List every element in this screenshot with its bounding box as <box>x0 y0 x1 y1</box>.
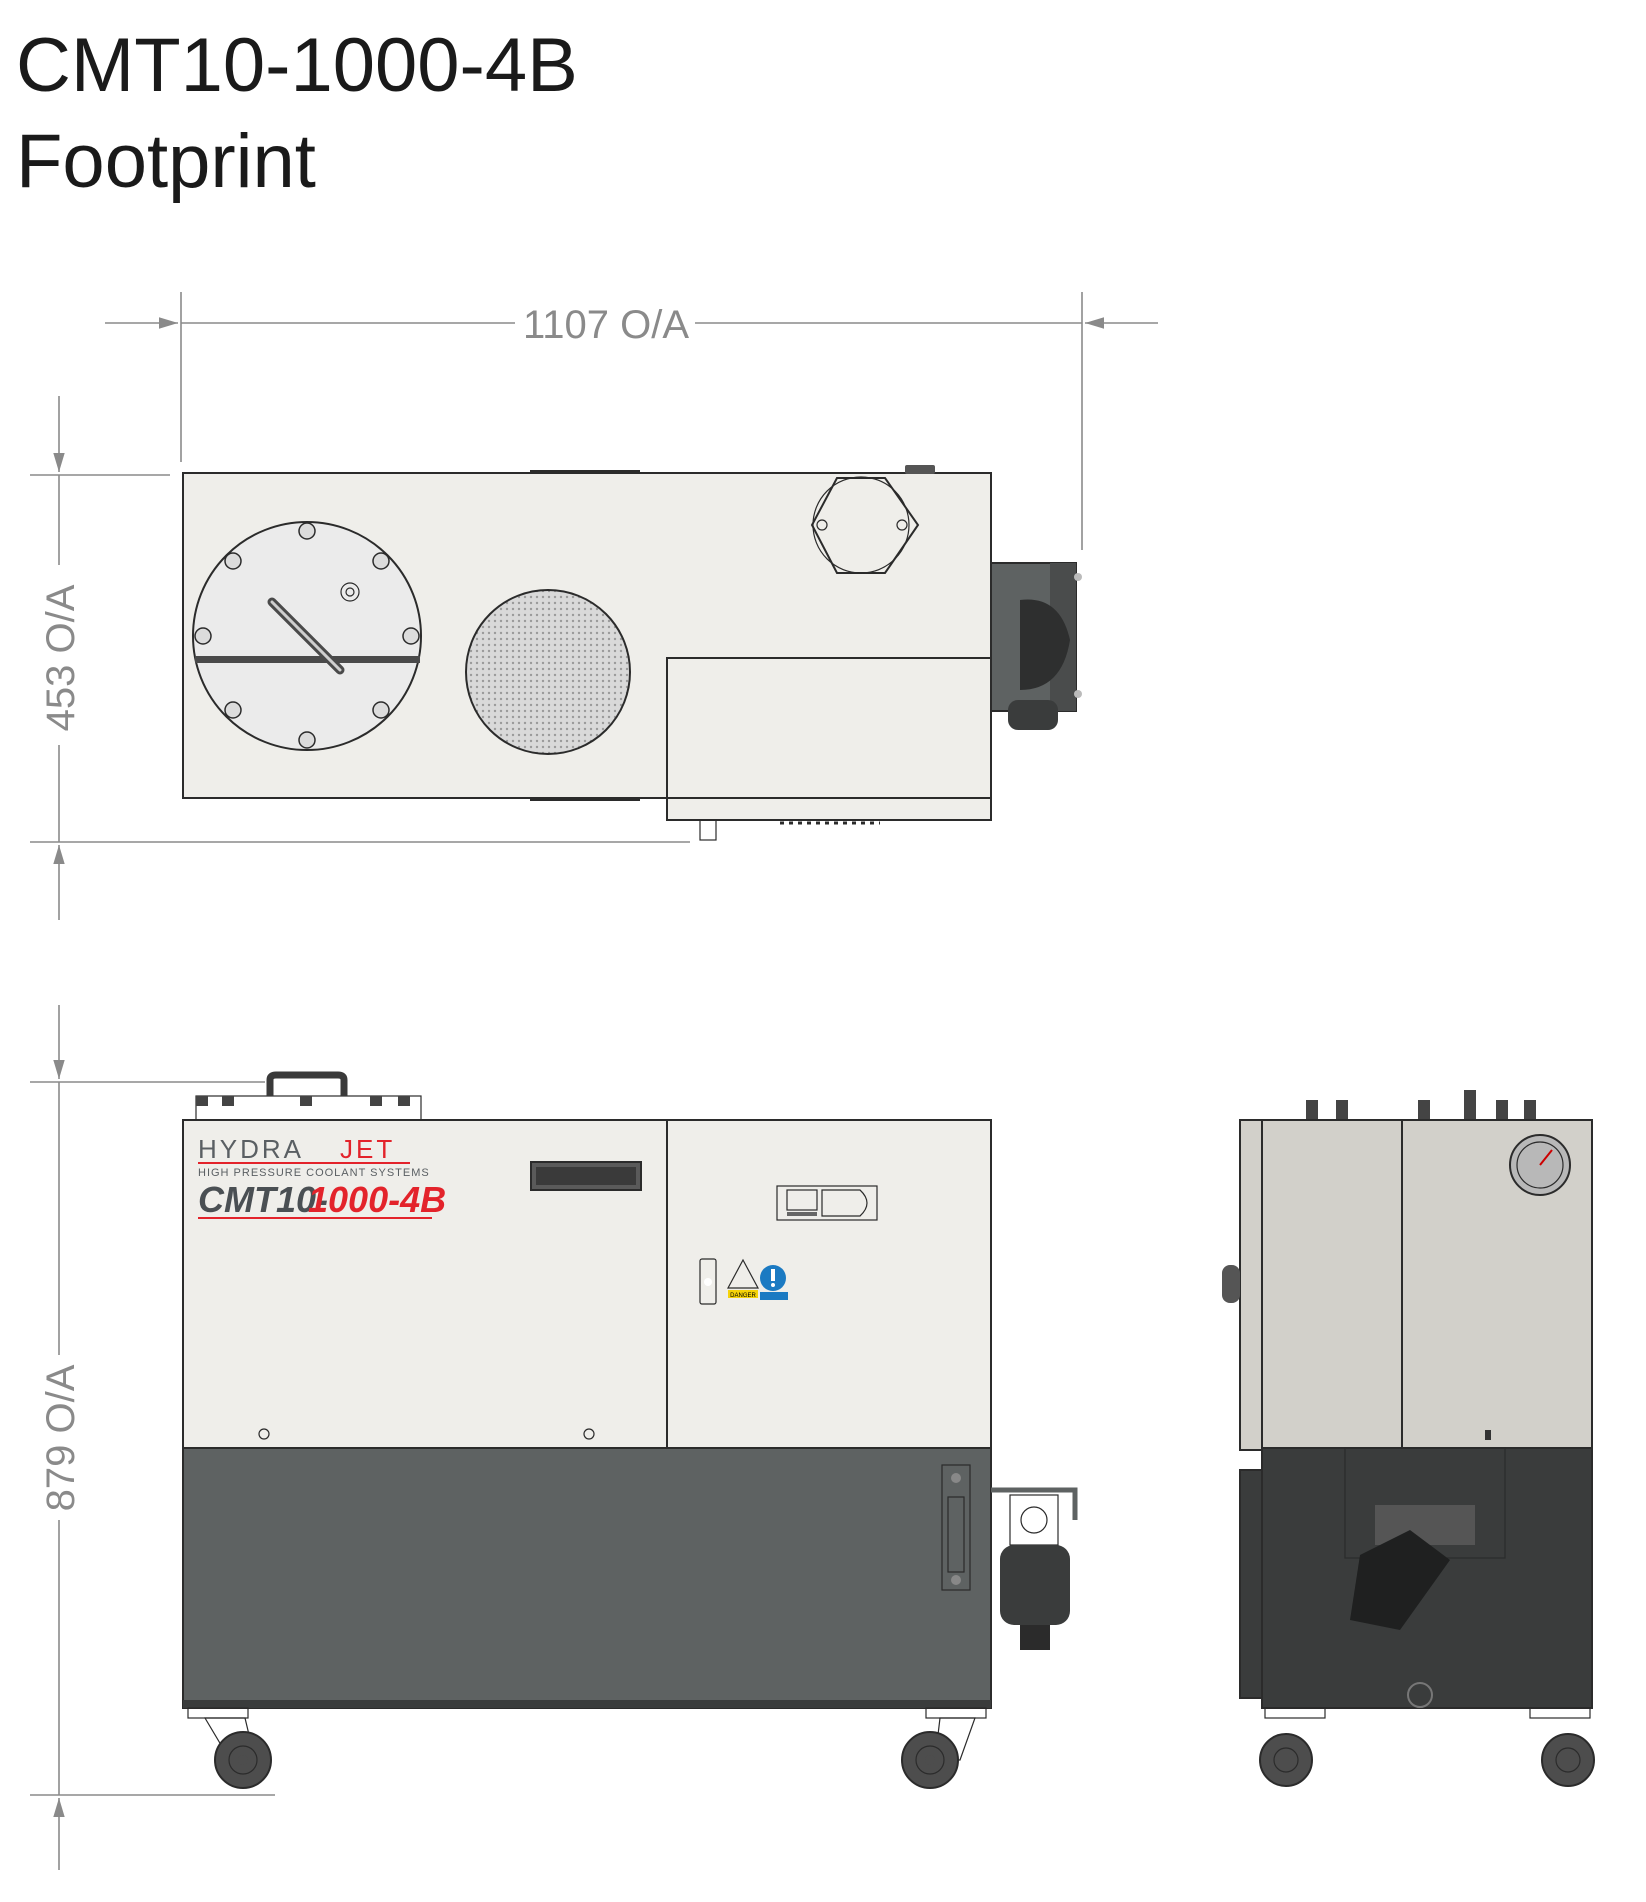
level-gauge <box>941 1464 971 1591</box>
outlet-bracket-top <box>990 562 1082 730</box>
width-dimension-label: 1107 O/A <box>523 303 689 347</box>
pressure-gauge <box>1509 1134 1571 1196</box>
side-view <box>1222 1090 1595 1787</box>
tank-lid-top <box>192 521 422 751</box>
caster-front-left <box>187 1707 272 1789</box>
height-dimension-label: 879 O/A <box>39 1364 83 1511</box>
warning-labels: DANGER <box>726 1258 788 1300</box>
top-view <box>182 465 1082 841</box>
outlet-pump-side <box>1344 1447 1506 1708</box>
danger-text: DANGER <box>730 1293 756 1299</box>
brand-logo: HYDRA JET HIGH PRESSURE COOLANT SYSTEMS <box>198 1134 430 1179</box>
title-model: CMT10-1000-4B <box>16 23 578 108</box>
depth-dimension-label: 453 O/A <box>39 584 83 731</box>
width-dimension: 1107 O/A <box>105 292 1158 550</box>
caster-front-right <box>901 1707 987 1789</box>
depth-dimension: 453 O/A <box>30 396 690 920</box>
brand-tagline: HIGH PRESSURE COOLANT SYSTEMS <box>198 1167 430 1179</box>
tank-base-front <box>182 1447 992 1709</box>
model-badge: CMT10- 1000-4B <box>198 1179 446 1220</box>
title-subtitle: Footprint <box>16 119 316 204</box>
access-cover <box>810 476 920 574</box>
caster-side-left <box>1259 1707 1326 1787</box>
page-title: CMT10-1000-4B Footprint <box>16 18 578 210</box>
lid-bolts-top <box>194 522 420 749</box>
filter-mesh <box>465 589 631 755</box>
caster-side-right <box>1529 1707 1595 1787</box>
brand-jet: JET <box>340 1134 395 1164</box>
isolator-switch <box>699 1258 717 1305</box>
height-dimension: 879 O/A <box>30 1005 275 1870</box>
front-view: HYDRA JET HIGH PRESSURE COOLANT SYSTEMS … <box>182 1071 1078 1789</box>
model-prefix: CMT10- <box>198 1179 328 1220</box>
outlet-pump-front <box>991 1487 1078 1650</box>
brand-hydra: HYDRA <box>198 1134 304 1164</box>
model-suffix: 1000-4B <box>308 1179 446 1220</box>
controller-display <box>776 1185 878 1221</box>
